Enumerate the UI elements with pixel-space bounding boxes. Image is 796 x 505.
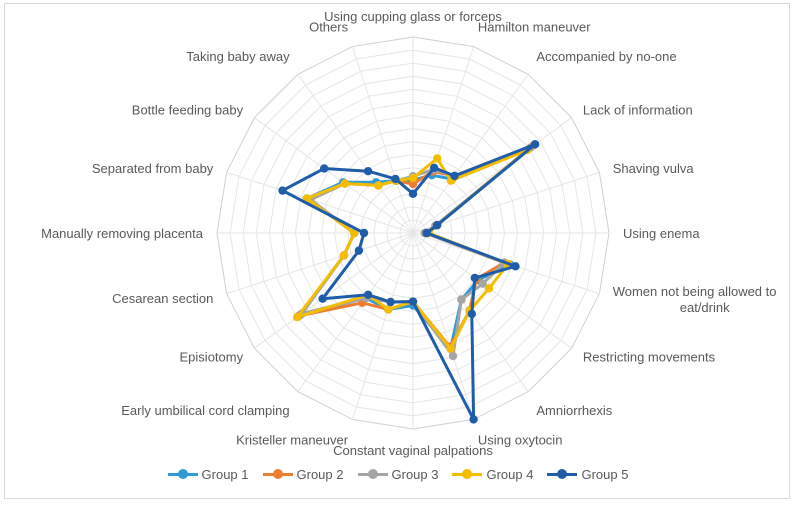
axis-spoke-18 [254, 117, 414, 234]
legend-marker-icon [357, 468, 388, 480]
legend-item-group-3: Group 3 [357, 466, 439, 482]
series-5-point-14 [318, 294, 327, 303]
series-2-point-1 [408, 179, 418, 189]
series-4-point-14 [293, 312, 302, 322]
series-5-point-12 [386, 297, 395, 307]
axis-label-9: Amniorrhexis [536, 403, 612, 418]
axis-spoke-12 [351, 232, 414, 420]
series-5-point-19 [363, 167, 373, 176]
legend: Group 1 Group 2 Group 3 Group 4 Group 5 [0, 464, 796, 484]
series-5-point-2 [430, 163, 439, 172]
series-4-point-10 [446, 344, 455, 353]
legend-item-group-2: Group 2 [262, 466, 344, 482]
axis-spoke-4 [412, 117, 572, 234]
axis-spoke-2 [412, 46, 475, 234]
axis-label-6: Using enema [623, 226, 700, 241]
axis-spoke-15 [226, 232, 414, 295]
legend-label: Group 3 [391, 466, 439, 482]
chart-frame [4, 3, 790, 499]
axis-label-2: Hamilton maneuver [478, 19, 591, 34]
series-5-point-9 [467, 309, 476, 319]
axis-spoke-17 [226, 171, 414, 234]
series-5-point-18 [320, 164, 329, 173]
legend-marker-icon [452, 468, 483, 480]
legend-label: Group 4 [486, 466, 534, 482]
axis-spoke-10 [412, 232, 475, 420]
series-4-point-15 [339, 251, 349, 260]
series-4-point-16 [350, 228, 359, 238]
axis-label-17: Separated from baby [92, 161, 214, 176]
legend-label: Group 5 [581, 466, 629, 482]
series-4-point-12 [384, 305, 393, 314]
axis-label-19: Taking baby away [186, 49, 290, 64]
series-4-point-19 [374, 181, 383, 190]
series-5-point-16 [359, 228, 369, 238]
series-3-point-9 [457, 295, 466, 304]
series-5-point-7 [511, 262, 520, 271]
series-5-point-20 [391, 174, 400, 184]
axis-label-10: Using oxytocin [478, 433, 563, 448]
legend-label: Group 2 [296, 466, 344, 482]
axis-label-14: Episiotomy [180, 349, 244, 364]
legend-label: Group 1 [201, 466, 249, 482]
series-5-point-8 [470, 273, 479, 283]
series-3-point-10 [448, 351, 458, 361]
series-5-point-17 [278, 186, 287, 195]
series-5-point-6 [422, 228, 431, 238]
axis-label-5: Shaving vulva [613, 161, 695, 176]
series-4-point-18 [340, 179, 349, 188]
axis-label-15: Cesarean section [112, 291, 213, 306]
axis-label-16: Manually removing placenta [41, 226, 204, 241]
axis-label-13: Early umbilical cord clamping [121, 403, 289, 418]
series-5-point-13 [363, 290, 373, 299]
legend-item-group-1: Group 1 [167, 466, 249, 482]
legend-item-group-5: Group 5 [547, 467, 628, 482]
axis-label-12: Kristeller maneuver [236, 433, 349, 448]
series-5-point-5 [433, 220, 442, 230]
series-3-point-8 [478, 279, 487, 288]
series-5-point-1 [408, 189, 418, 198]
series-5-point-15 [354, 246, 364, 255]
series-5-point-3 [450, 171, 459, 181]
axis-label-1: Using cupping glass or forceps [324, 9, 502, 24]
axis-label-4: Lack of information [583, 103, 693, 118]
axis-spoke-13 [297, 232, 414, 392]
axis-label-20: Others [309, 19, 349, 34]
axis-label-8: Restricting movements [583, 349, 716, 364]
axis-label-11: Constant vaginal palpations [333, 443, 493, 458]
series-4-point-1 [408, 173, 418, 183]
axis-spoke-3 [412, 74, 529, 234]
series-4-point-2 [433, 154, 442, 163]
axis-spoke-19 [297, 74, 414, 234]
legend-marker-icon [262, 468, 293, 480]
axis-spoke-20 [351, 46, 414, 234]
axis-spoke-5 [412, 171, 600, 234]
axis-spoke-14 [254, 232, 414, 349]
axis-label-18: Bottle feeding baby [132, 103, 244, 118]
axis-label-3: Accompanied by no-one [536, 49, 676, 64]
series-5-point-4 [530, 140, 540, 149]
legend-marker-icon [547, 468, 578, 480]
series-5-point-11 [408, 297, 418, 306]
series-4-point-8 [484, 284, 494, 293]
legend-item-group-4: Group 4 [452, 467, 533, 482]
series-5-point-10 [469, 415, 478, 424]
legend-marker-icon [167, 468, 198, 480]
